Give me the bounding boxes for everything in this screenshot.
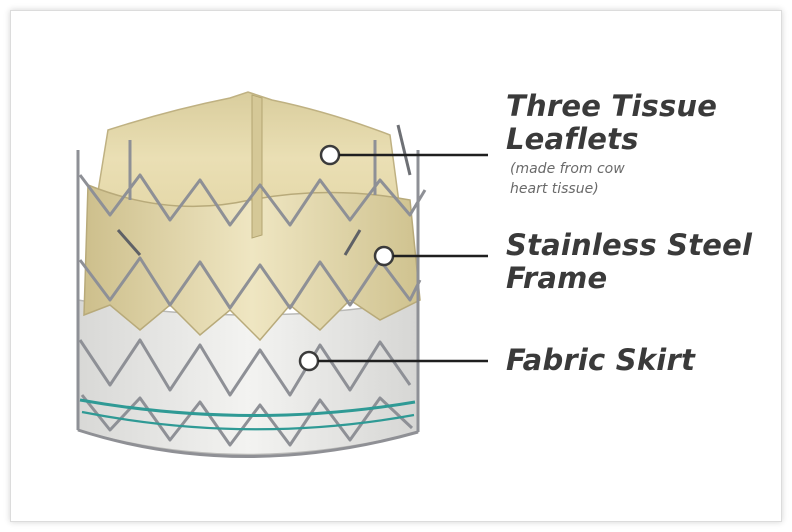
- commissure-post: [252, 95, 262, 238]
- leaflets-title-line1: Three Tissue: [506, 90, 717, 123]
- leaflets-marker: [321, 146, 339, 164]
- frame-marker: [375, 247, 393, 265]
- skirt-marker: [300, 352, 318, 370]
- leaflets-note-line2: heart tissue): [510, 180, 599, 199]
- frame-title-line2: Frame: [506, 262, 607, 295]
- skirt-title: Fabric Skirt: [506, 344, 695, 377]
- leaflets-title-line2: Leaflets: [506, 123, 639, 156]
- leaflets-note-line1: (made from cow: [510, 160, 625, 179]
- frame-title-line1: Stainless Steel: [506, 229, 752, 262]
